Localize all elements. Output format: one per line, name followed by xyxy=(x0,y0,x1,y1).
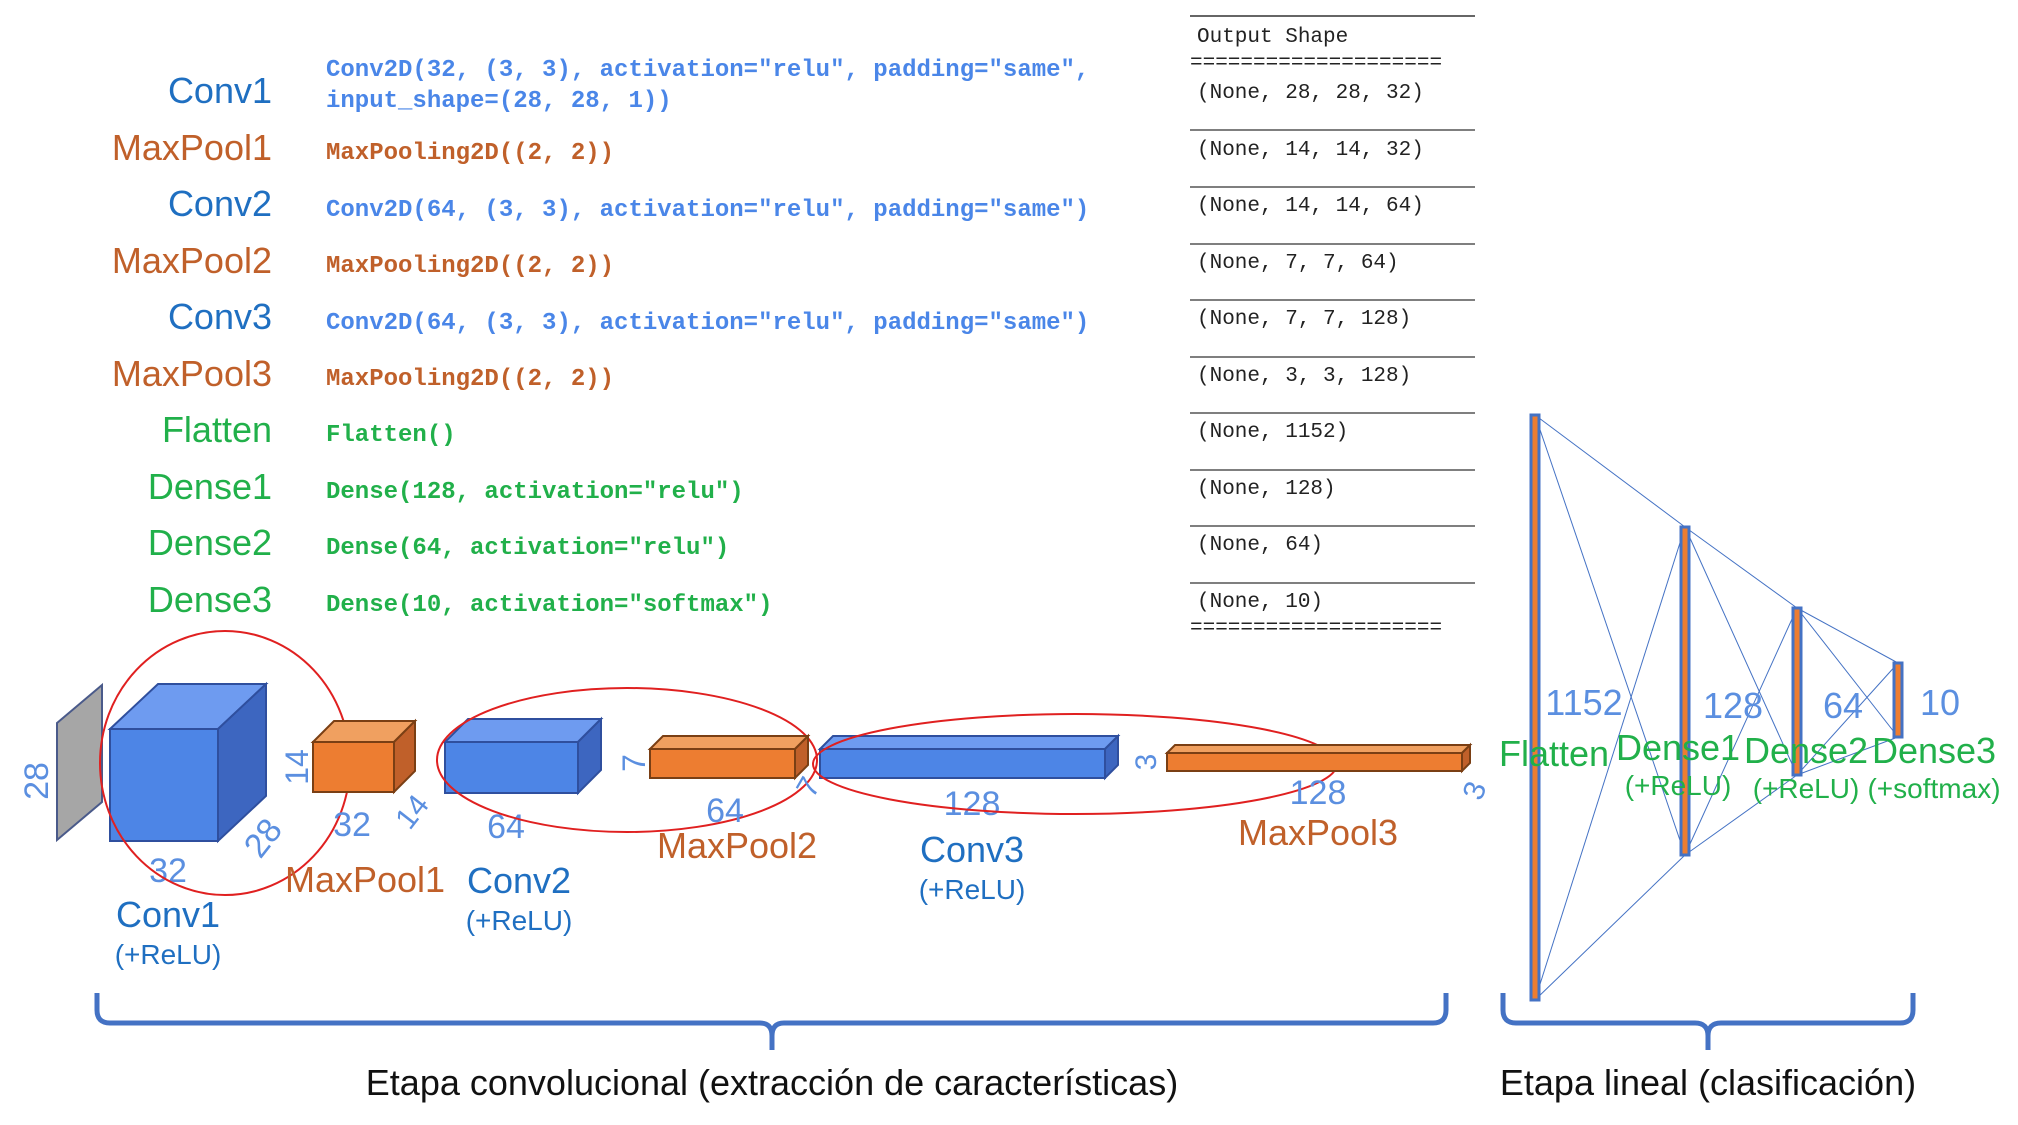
conv1-depth-label: 28 xyxy=(237,812,290,865)
layer-name-dense2: Dense2 xyxy=(148,522,272,563)
conv3-label: Conv3 xyxy=(920,829,1024,870)
code-dense3: Dense(10, activation="softmax") xyxy=(326,592,772,619)
layer-name-maxpool2: MaxPool2 xyxy=(112,240,272,281)
shape-dense1: (None, 128) xyxy=(1197,478,1336,501)
table-header: Output Shape xyxy=(1197,26,1348,49)
layer-name-dense3: Dense3 xyxy=(148,579,272,620)
shape-conv2: (None, 14, 14, 64) xyxy=(1197,195,1424,218)
dense-connections xyxy=(1534,414,1899,1001)
dense2-units: 64 xyxy=(1823,685,1863,726)
shape-conv1: (None, 28, 28, 32) xyxy=(1197,82,1424,105)
code-dense1: Dense(128, activation="relu") xyxy=(326,479,744,506)
dense3-bar xyxy=(1892,661,1904,739)
dense2-bar xyxy=(1791,606,1803,777)
shape-dense3: (None, 10) xyxy=(1197,591,1323,614)
conv1-sub-label: (+ReLU) xyxy=(115,939,222,970)
dense2-sub: (+ReLU) xyxy=(1753,773,1860,804)
maxpool2-width-label: 64 xyxy=(706,792,744,830)
linear-stage-caption: Etapa lineal (clasificación) xyxy=(1500,1062,1916,1103)
linear-stage: 1152 128 64 10 Flatten Dense1 (+ReLU) De… xyxy=(1499,413,2001,1002)
conv2-width-label: 64 xyxy=(487,808,525,846)
maxpool1-height-label: 14 xyxy=(279,749,315,785)
input-dim-label: 28 xyxy=(18,762,56,800)
linear-stage-bracket xyxy=(1500,993,1916,1050)
maxpool3-label: MaxPool3 xyxy=(1238,812,1398,853)
maxpool2-block xyxy=(647,733,811,781)
conv1-label: Conv1 xyxy=(116,894,220,935)
layer-name-conv1: Conv1 xyxy=(168,70,272,111)
code-maxpool1: MaxPooling2D((2, 2)) xyxy=(326,140,614,167)
shape-conv3: (None, 7, 7, 128) xyxy=(1197,308,1411,331)
code-flatten: Flatten() xyxy=(326,422,456,449)
conv2-label: Conv2 xyxy=(467,860,571,901)
shape-flatten: (None, 1152) xyxy=(1197,421,1348,444)
shape-dense2: (None, 64) xyxy=(1197,534,1323,557)
conv2-sub-label: (+ReLU) xyxy=(466,905,573,936)
dense1-bar xyxy=(1679,525,1691,857)
code-conv2: Conv2D(64, (3, 3), activation="relu", pa… xyxy=(326,197,1089,224)
conv3-block xyxy=(817,733,1121,781)
conv1-width-label: 32 xyxy=(149,852,187,890)
maxpool1-block xyxy=(310,718,418,795)
code-conv1-line2: input_shape=(28, 28, 1)) xyxy=(326,88,672,115)
dense3-units: 10 xyxy=(1920,682,1960,723)
conv-stage-caption: Etapa convolucional (extracción de carac… xyxy=(366,1062,1178,1103)
maxpool2-height-label: 7 xyxy=(616,754,652,772)
output-shape-table: Output Shape ==================== (None,… xyxy=(1190,15,1475,640)
shape-maxpool3: (None, 3, 3, 128) xyxy=(1197,365,1411,388)
conv3-width-label: 128 xyxy=(944,785,1001,823)
maxpool3-width-label: 128 xyxy=(1290,774,1347,812)
convolutional-stage: 28 32 28 Conv1 (+ReLU) 14 32 14 MaxPool1… xyxy=(18,630,1494,970)
maxpool3-depth-label: 3 xyxy=(1457,777,1494,804)
input-image xyxy=(56,682,103,843)
flatten-name: Flatten xyxy=(1499,733,1609,774)
flatten-bar xyxy=(1529,413,1541,1002)
table-separator-top: ==================== xyxy=(1190,52,1442,75)
layer-name-conv2: Conv2 xyxy=(168,183,272,224)
conv-stage-bracket xyxy=(94,993,1449,1050)
flatten-units: 1152 xyxy=(1545,682,1622,723)
code-dense2: Dense(64, activation="relu") xyxy=(326,535,729,562)
shape-maxpool1: (None, 14, 14, 32) xyxy=(1197,139,1424,162)
stage-brackets: Etapa convolucional (extracción de carac… xyxy=(94,993,1916,1103)
maxpool1-depth-label: 14 xyxy=(389,789,436,836)
layer-name-flatten: Flatten xyxy=(162,409,272,450)
maxpool3-block xyxy=(1164,742,1473,774)
maxpool2-label: MaxPool2 xyxy=(657,825,817,866)
conv2-block xyxy=(442,716,604,796)
maxpool1-width-label: 32 xyxy=(333,806,371,844)
dense1-units: 128 xyxy=(1703,685,1763,726)
layer-name-dense1: Dense1 xyxy=(148,466,272,507)
dense3-name: Dense3 xyxy=(1872,730,1996,771)
maxpool3-height-label: 3 xyxy=(1130,754,1163,771)
layer-name-conv3: Conv3 xyxy=(168,296,272,337)
dense1-name: Dense1 xyxy=(1616,727,1740,768)
table-separator-bottom: ==================== xyxy=(1190,617,1442,640)
code-conv1-line1: Conv2D(32, (3, 3), activation="relu", pa… xyxy=(326,57,1089,84)
dense3-sub: (+softmax) xyxy=(1867,773,2000,804)
code-maxpool2: MaxPooling2D((2, 2)) xyxy=(326,253,614,280)
layer-name-maxpool1: MaxPool1 xyxy=(112,127,272,168)
code-maxpool3: MaxPooling2D((2, 2)) xyxy=(326,366,614,393)
dense2-name: Dense2 xyxy=(1744,730,1868,771)
shape-maxpool2: (None, 7, 7, 64) xyxy=(1197,252,1399,275)
conv2-group-ellipse xyxy=(436,687,818,833)
maxpool1-label: MaxPool1 xyxy=(285,859,445,900)
layer-code-listing: Conv1 MaxPool1 Conv2 MaxPool2 Conv3 MaxP… xyxy=(112,15,1475,640)
layer-name-maxpool3: MaxPool3 xyxy=(112,353,272,394)
conv3-sub-label: (+ReLU) xyxy=(919,874,1026,905)
code-conv3: Conv2D(64, (3, 3), activation="relu", pa… xyxy=(326,310,1089,337)
dense1-sub: (+ReLU) xyxy=(1625,770,1732,801)
conv1-block xyxy=(107,681,269,844)
